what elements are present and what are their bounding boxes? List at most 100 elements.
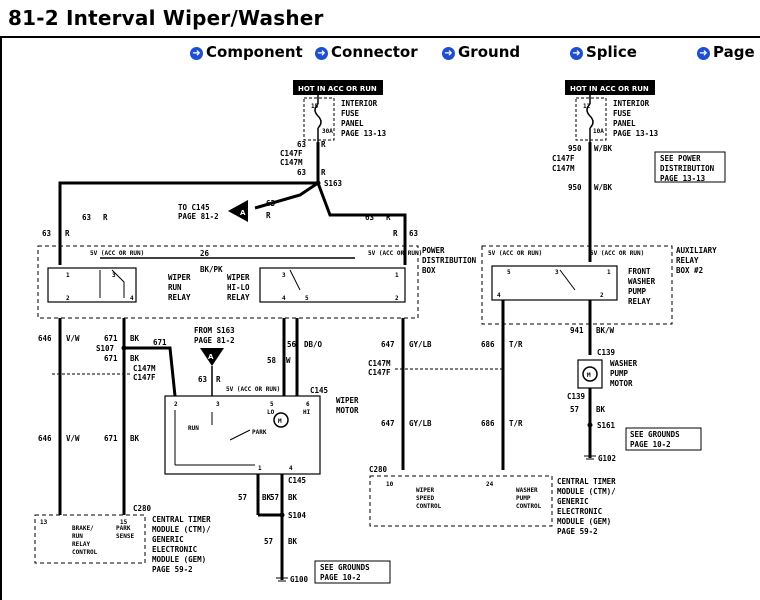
svg-text:2: 2 xyxy=(174,401,178,408)
svg-text:WASHER: WASHER xyxy=(628,277,656,286)
svg-text:C145: C145 xyxy=(310,386,328,395)
svg-text:3: 3 xyxy=(216,401,220,408)
svg-text:W/BK: W/BK xyxy=(594,183,613,192)
svg-text:950: 950 xyxy=(568,144,582,153)
svg-text:671: 671 xyxy=(104,354,118,363)
svg-text:647: 647 xyxy=(381,419,395,428)
svg-text:DISTRIBUTION: DISTRIBUTION xyxy=(422,256,477,265)
svg-text:26: 26 xyxy=(200,249,210,258)
svg-text:63: 63 xyxy=(82,213,92,222)
ctm-right: 10 24 WIPER SPEED CONTROL WASHER PUMP CO… xyxy=(369,475,616,536)
svg-text:ELECTRONIC: ELECTRONIC xyxy=(557,507,602,516)
svg-text:686: 686 xyxy=(481,340,495,349)
hot-box-left xyxy=(293,80,383,95)
svg-text:RELAY: RELAY xyxy=(676,256,699,265)
svg-text:M: M xyxy=(278,418,282,425)
svg-text:3: 3 xyxy=(555,269,559,276)
svg-text:MOTOR: MOTOR xyxy=(336,406,359,415)
svg-text:24: 24 xyxy=(486,481,494,488)
svg-text:GENERIC: GENERIC xyxy=(152,535,184,544)
svg-text:FROM S163: FROM S163 xyxy=(194,326,235,335)
fuse-left: 15 30A INTERIOR FUSE PANEL PAGE 13-13 xyxy=(303,95,387,142)
svg-text:5V (ACC OR RUN): 5V (ACC OR RUN) xyxy=(90,250,144,257)
arrow-right-icon: ➜ xyxy=(190,47,203,60)
svg-text:C147M: C147M xyxy=(133,364,156,373)
svg-text:PAGE 81-2: PAGE 81-2 xyxy=(178,212,219,221)
nav-splice-link[interactable]: ➜Splice xyxy=(570,43,637,61)
svg-text:671: 671 xyxy=(104,434,118,443)
svg-text:C147F: C147F xyxy=(552,154,575,163)
svg-text:PAGE 10-2: PAGE 10-2 xyxy=(630,440,671,449)
svg-text:MOTOR: MOTOR xyxy=(610,379,633,388)
svg-text:C147M: C147M xyxy=(552,164,575,173)
svg-text:WASHER: WASHER xyxy=(516,487,538,494)
svg-text:5: 5 xyxy=(507,269,511,276)
svg-text:INTERIOR: INTERIOR xyxy=(613,99,650,108)
svg-text:GENERIC: GENERIC xyxy=(557,497,589,506)
svg-text:LO: LO xyxy=(267,409,275,416)
svg-text:BK: BK xyxy=(596,405,606,414)
svg-text:PAGE 59-2: PAGE 59-2 xyxy=(152,565,193,574)
svg-text:R: R xyxy=(393,229,398,238)
splice-s163-label: S163 xyxy=(324,179,343,188)
svg-text:WIPER: WIPER xyxy=(416,487,434,494)
svg-text:G102: G102 xyxy=(598,454,616,463)
svg-text:S104: S104 xyxy=(288,511,307,520)
svg-text:646: 646 xyxy=(38,334,52,343)
svg-text:GY/LB: GY/LB xyxy=(409,340,432,349)
svg-text:PAGE 13-13: PAGE 13-13 xyxy=(613,129,659,138)
hot-box-right xyxy=(565,80,655,95)
svg-text:BK: BK xyxy=(288,537,298,546)
svg-text:BK/PK: BK/PK xyxy=(200,265,223,274)
svg-text:BK: BK xyxy=(288,493,298,502)
nav-component-link[interactable]: ➜Component xyxy=(190,43,303,61)
svg-text:PUMP: PUMP xyxy=(610,369,629,378)
svg-text:M: M xyxy=(587,372,591,379)
connector-a-arrow xyxy=(228,200,248,222)
svg-text:R: R xyxy=(386,213,391,222)
nav-page-link[interactable]: ➜Page xyxy=(697,43,755,61)
ctm-left: 13 15 BRAKE/ RUN RELAY CONTROL PARK SENS… xyxy=(34,514,211,574)
svg-text:WIPER: WIPER xyxy=(227,273,250,282)
svg-text:CONTROL: CONTROL xyxy=(516,503,542,510)
svg-text:PANEL: PANEL xyxy=(341,119,364,128)
left-border xyxy=(0,36,2,600)
svg-text:RELAY: RELAY xyxy=(168,293,191,302)
nav-ground-link[interactable]: ➜Ground xyxy=(442,43,520,61)
svg-text:15: 15 xyxy=(311,103,319,110)
nav-connector-link[interactable]: ➜Connector xyxy=(315,43,418,61)
svg-text:AUXILIARY: AUXILIARY xyxy=(676,246,717,255)
svg-text:V/W: V/W xyxy=(66,334,80,343)
svg-text:3: 3 xyxy=(282,272,286,279)
svg-text:PANEL: PANEL xyxy=(613,119,636,128)
arrow-right-icon: ➜ xyxy=(442,47,455,60)
svg-text:PAGE 10-2: PAGE 10-2 xyxy=(320,573,361,582)
svg-text:63: 63 xyxy=(266,199,276,208)
arrow-right-icon: ➜ xyxy=(315,47,328,60)
svg-text:2: 2 xyxy=(395,295,399,302)
svg-text:C280: C280 xyxy=(369,465,388,474)
svg-text:S107: S107 xyxy=(96,344,114,353)
svg-text:BOX #2: BOX #2 xyxy=(676,266,703,275)
page-title: 81-2 Interval Wiper/Washer xyxy=(8,6,324,30)
svg-text:671: 671 xyxy=(153,338,167,347)
svg-text:941: 941 xyxy=(570,326,584,335)
svg-text:647: 647 xyxy=(381,340,395,349)
svg-text:63: 63 xyxy=(42,229,52,238)
svg-text:PUMP: PUMP xyxy=(628,287,647,296)
svg-text:C139: C139 xyxy=(567,392,586,401)
svg-text:PARK: PARK xyxy=(252,429,267,436)
svg-text:CONTROL: CONTROL xyxy=(416,503,442,510)
svg-text:1: 1 xyxy=(395,272,399,279)
svg-text:A: A xyxy=(240,209,246,217)
svg-text:R: R xyxy=(65,229,70,238)
svg-text:57: 57 xyxy=(570,405,579,414)
svg-text:1: 1 xyxy=(607,269,611,276)
svg-text:PAGE 13-13: PAGE 13-13 xyxy=(341,129,387,138)
svg-text:2: 2 xyxy=(66,295,70,302)
